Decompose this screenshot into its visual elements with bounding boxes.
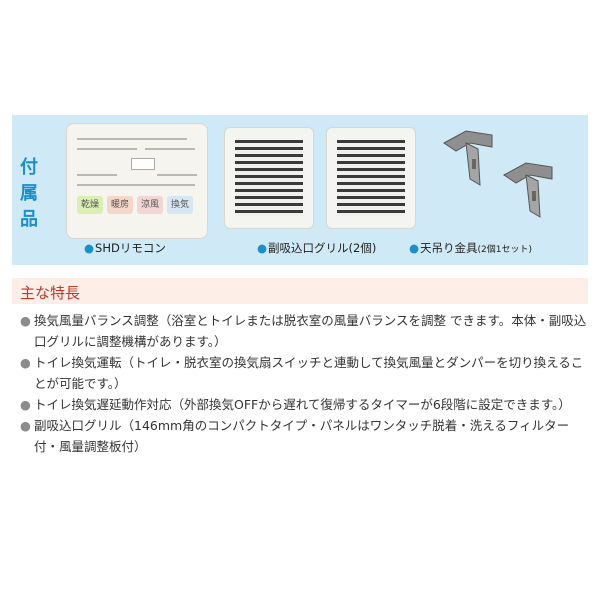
remote-button: 暖房 (107, 196, 133, 214)
accessories-panel: 付 属 品 乾燥 暖房 涼風 換気 ●SHDリモコン ●副吸込口グリル (12, 115, 588, 265)
bracket-image (503, 162, 553, 218)
list-item: ●トイレ換気遅延動作対応（外部換気OFFから遅れて復帰するタイマーが6段階に設定… (20, 397, 571, 412)
caption-remote: ●SHDリモコン (84, 241, 166, 255)
remote-control-image: 乾燥 暖房 涼風 換気 (66, 123, 208, 239)
caption-bracket: ●天吊り金具(2個1セット) (409, 241, 533, 255)
remote-button: 乾燥 (77, 196, 103, 214)
feature-list: ●換気風量バランス調整（浴室とトイレまたは脱衣室の風量バランスを調整 できます。… (20, 310, 588, 457)
list-item: ●トイレ換気運転（トイレ・脱衣室の換気扇スイッチと連動して換気風量とダンパーを切… (20, 355, 584, 391)
grille-image (326, 127, 416, 229)
title-char: 付 (20, 157, 38, 178)
section-title: 主な特長 (20, 284, 81, 302)
remote-button: 換気 (167, 196, 193, 214)
remote-button: 涼風 (137, 196, 163, 214)
list-item: ●換気風量バランス調整（浴室とトイレまたは脱衣室の風量バランスを調整 できます。… (20, 313, 587, 349)
caption-grille: ●副吸込口グリル(2個) (257, 241, 377, 255)
grille-image (224, 127, 314, 229)
accessories-title: 付 属 品 (18, 155, 40, 233)
list-item: ●副吸込口グリル（146mm角のコンパクトタイプ・パネルはワンタッチ脱着・洗える… (20, 418, 570, 454)
title-char: 属 (20, 183, 38, 204)
section-header: 主な特長 (12, 278, 588, 304)
bracket-image (443, 130, 493, 186)
title-char: 品 (20, 209, 38, 230)
